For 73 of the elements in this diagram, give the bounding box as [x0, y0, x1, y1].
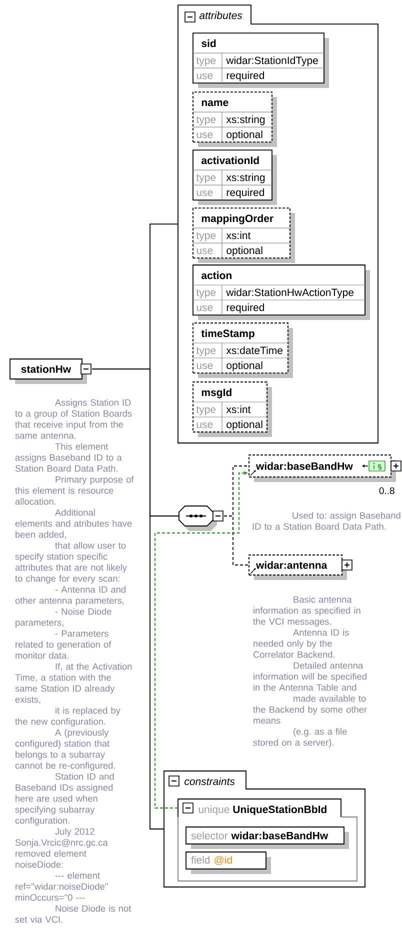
description-text: Station ID and Baseband IDs assigned here are used when specifying subarray configuration.	[15, 773, 114, 826]
description-text: - Noise Diode parameters,	[16, 608, 112, 628]
description-text: made available to the Backend by some other means	[253, 695, 367, 724]
property-label: type	[196, 347, 216, 356]
xpath-value: @id	[214, 856, 232, 866]
expression-box	[186, 826, 349, 849]
attribute-box	[192, 208, 295, 264]
property-label: type	[196, 289, 216, 298]
property-value: xs:string	[226, 173, 265, 184]
property-label: use	[196, 248, 213, 254]
description-text: (e.g. as a file stored on a server).	[253, 728, 347, 748]
description-text: Primary purpose of this element is resource allocation.	[15, 476, 134, 505]
element-box: stationHw	[10, 358, 87, 384]
attribute-box	[192, 322, 293, 378]
property-value: widar:StationIdType	[226, 56, 318, 66]
xpath-value: widar:baseBandHw	[231, 832, 328, 840]
property-label: type	[196, 406, 216, 416]
property-label: use	[196, 132, 213, 138]
connector-line	[92, 368, 164, 830]
description-text: Noise Diode is not set via VCI.	[15, 905, 132, 923]
property-value: optional	[226, 130, 262, 140]
property-label: use	[196, 422, 213, 428]
expression-box	[186, 852, 271, 874]
keyword-label: unique	[198, 805, 230, 816]
attribute-name: action	[202, 271, 232, 280]
property-value: optional	[226, 361, 262, 372]
description-text: Used to: assign Baseband ID to a Station Board Data Path.	[252, 512, 400, 530]
attribute-box	[192, 92, 277, 148]
description-text: - Parameters related to generation of monitor data.	[16, 630, 112, 659]
attribute-box	[192, 150, 277, 206]
element-box: widar:baseBandHw	[248, 454, 396, 482]
property-value: optional	[226, 420, 262, 430]
property-value: required	[226, 188, 264, 198]
description-text: Basic antenna information as specified in the VCI messages.	[253, 596, 360, 627]
property-label: use	[196, 190, 213, 196]
attribute-box	[192, 264, 370, 320]
attribute-name: name	[202, 100, 228, 106]
description-text: --- element ref="widar:noiseDiode" minOccurs="0 ---	[16, 872, 108, 901]
description-text: A (previously configured) station that belongs to a subarray cannot be re-configured.	[15, 729, 115, 771]
constraint-name: UniqueStationBbId	[233, 805, 326, 816]
property-label: type	[196, 232, 216, 242]
description-text: Antenna ID is needed only by the Correlator Backend.	[253, 629, 349, 658]
keyword-label: field	[191, 856, 210, 864]
attribute-name: mappingOrder	[202, 214, 274, 224]
attribute-name: msgId	[202, 388, 232, 398]
property-label: type	[196, 174, 216, 184]
description-text: Assigns Station ID to a group of Station Boards that receive input from the same antenna.	[15, 399, 132, 439]
description-text: that allow user to specify station specific attributes that are not likely to change for every scan:	[15, 542, 127, 584]
keyword-label: selector	[191, 832, 228, 840]
property-value: xs:string	[226, 115, 265, 126]
description-text: - Antenna ID and other antenna parameters,	[15, 586, 126, 606]
property-label: type	[196, 116, 216, 126]
property-label: use	[196, 73, 213, 80]
property-value: widar:StationHwActionType	[226, 288, 354, 298]
attribute-name: activationId	[202, 156, 259, 164]
property-value: xs:int	[226, 405, 251, 414]
property-value: required	[226, 71, 264, 82]
property-label: type	[196, 57, 216, 66]
property-label: use	[196, 305, 213, 312]
property-value: xs:dateTime	[226, 346, 282, 354]
property-value: required	[226, 303, 264, 314]
description-text: This element assigns Baseband ID to a Station Board Data Path.	[15, 443, 122, 472]
attribute-name: timeStamp	[201, 329, 254, 340]
description-text: July 2012 Sonja.Vrcic@nrc.gc.ca removed element noiseDiode:	[15, 828, 108, 868]
attribute-box	[192, 32, 329, 88]
property-label: use	[196, 363, 213, 370]
property-value: optional	[226, 246, 262, 256]
attribute-box	[192, 382, 272, 437]
connector-line	[224, 516, 250, 566]
description-text: it is replaced by the new configuration.	[15, 707, 120, 727]
property-value: xs:int	[226, 231, 251, 240]
attribute-name: sid	[202, 39, 216, 48]
occurrence-label: 0..8	[379, 487, 394, 494]
